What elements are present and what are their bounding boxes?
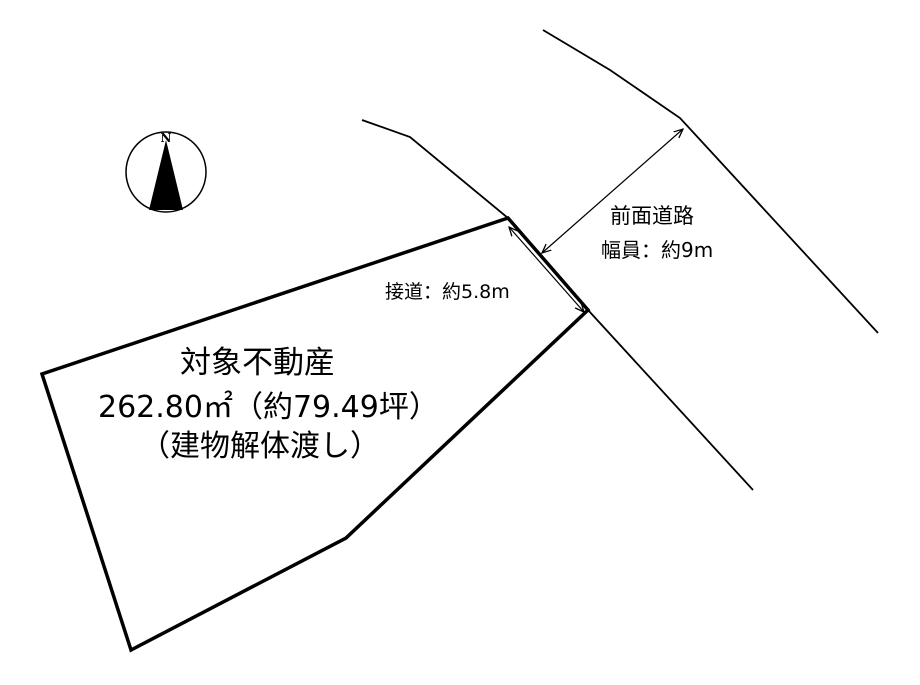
frontage-label: 接道：約5.8m (385, 281, 510, 303)
property-area: 262.80㎡（約79.49坪） (98, 390, 439, 425)
compass-needle-dark (149, 140, 166, 210)
frontage-arrow (509, 227, 584, 312)
property-title: 対象不動産 (180, 345, 335, 381)
road-edge-lower (361, 119, 754, 491)
road-edge-upper (542, 29, 879, 334)
compass-north-letter: N (161, 131, 172, 145)
road-width-arrow (542, 129, 683, 253)
road-name-label: 前面道路 (610, 204, 694, 228)
north-compass-icon: N (125, 131, 207, 213)
property-note: （建物解体渡し） (140, 429, 380, 464)
road-width-label: 幅員：約9m (601, 238, 714, 262)
compass-needle-light (166, 140, 183, 210)
compass-circle (125, 131, 207, 213)
